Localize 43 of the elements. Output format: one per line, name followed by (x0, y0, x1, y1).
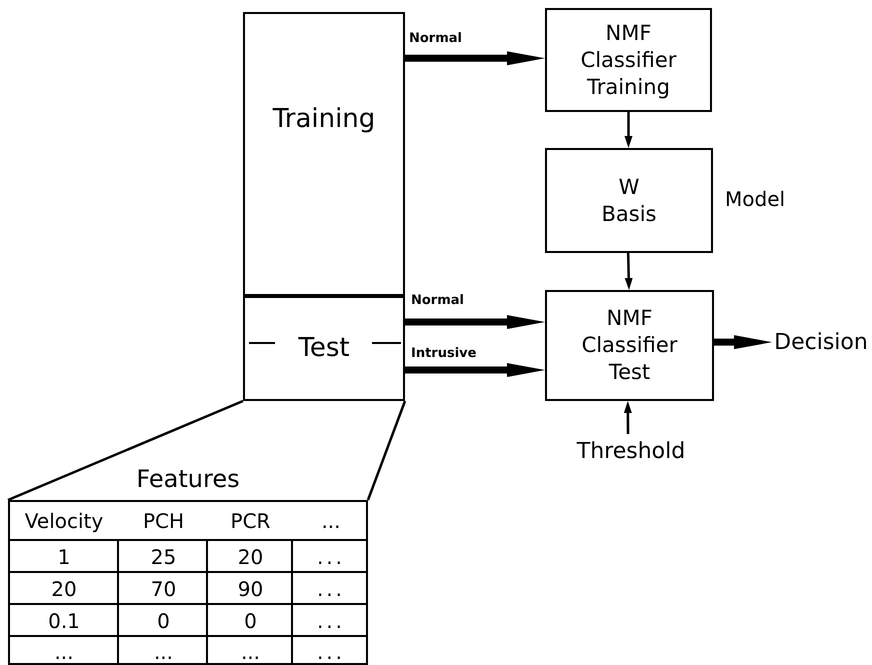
table-cell-text: ... (316, 544, 346, 571)
model-box (545, 148, 713, 253)
arrow (405, 51, 545, 66)
arrow (624, 112, 632, 148)
arrow (624, 252, 633, 290)
training-data-box (243, 12, 405, 296)
arrow (714, 335, 772, 350)
zoom-line (366, 400, 406, 500)
arrow (405, 315, 545, 330)
column-header: PCH (142, 508, 186, 535)
node-label: Threshold (576, 438, 686, 464)
table-cell-text: 0 (243, 608, 258, 635)
column-header: PCR (230, 508, 272, 535)
test-data-box (243, 296, 405, 401)
node-label: W Basis (602, 174, 656, 228)
node-caption: Model (725, 186, 786, 210)
arrow (624, 401, 632, 434)
zoom-line (8, 400, 244, 502)
table-cell-text: ... (152, 638, 174, 665)
table-cell-text: 25 (150, 544, 178, 571)
table-cell-text: ... (53, 638, 75, 665)
table-cell-text: 1 (56, 544, 72, 571)
table-cell-text: 0 (156, 608, 171, 635)
table-cell-text: ... (316, 608, 346, 635)
process-box (545, 290, 714, 401)
table-cell-text: 20 (50, 576, 78, 603)
arrow (405, 363, 545, 378)
node-label: Training (272, 106, 376, 133)
table-cell-text: 0.1 (47, 608, 81, 635)
table-cell-text: ... (316, 638, 346, 665)
node-label: Test (298, 335, 350, 362)
column-header: ... (320, 508, 342, 535)
table-cell-text: ... (316, 576, 346, 603)
table-title: Features (135, 466, 241, 493)
node-label: Decision (774, 328, 868, 356)
process-box (545, 8, 712, 112)
table-cell-text: 20 (236, 544, 264, 571)
table-cell-text: ... (240, 638, 262, 665)
table-cell-text: 70 (150, 576, 178, 603)
column-header: Velocity (24, 508, 104, 535)
table-cell-text: 90 (236, 576, 264, 603)
node-label: NMF Classifier Test (582, 305, 678, 386)
node-label: NMF Classifier Training (580, 20, 676, 100)
